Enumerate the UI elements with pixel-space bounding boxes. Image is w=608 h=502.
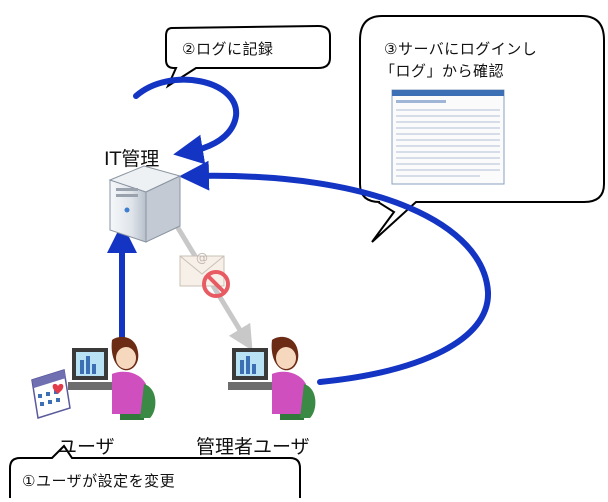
callout-user-change: [9, 444, 301, 502]
arrow-admin-to-server: [179, 160, 492, 385]
node-label-admin: 管理者ユーザ: [196, 436, 310, 458]
arrow-log-loop: [133, 76, 240, 165]
node-label-server: IT管理: [104, 148, 160, 170]
person-at-computer-icon-admin: [228, 336, 316, 420]
mail-icon: @: [179, 251, 225, 287]
person-at-computer-icon-user: [68, 336, 156, 420]
callout-user-change-text: ①ユーザが設定を変更: [22, 472, 176, 490]
log-screenshot-icon: [391, 89, 505, 185]
callout-login-line1: ③サーバにログインし: [384, 40, 538, 58]
server-tower-icon: [108, 165, 182, 243]
svg-text:@: @: [196, 251, 208, 265]
calendar-heart-icon: [31, 369, 71, 419]
callout-log-record-text: ②ログに記録: [182, 40, 274, 58]
node-label-user: ユーザ: [58, 436, 115, 458]
prohibited-icon: [202, 270, 230, 298]
callout-login-line2: 「ログ」から確認: [380, 62, 505, 80]
